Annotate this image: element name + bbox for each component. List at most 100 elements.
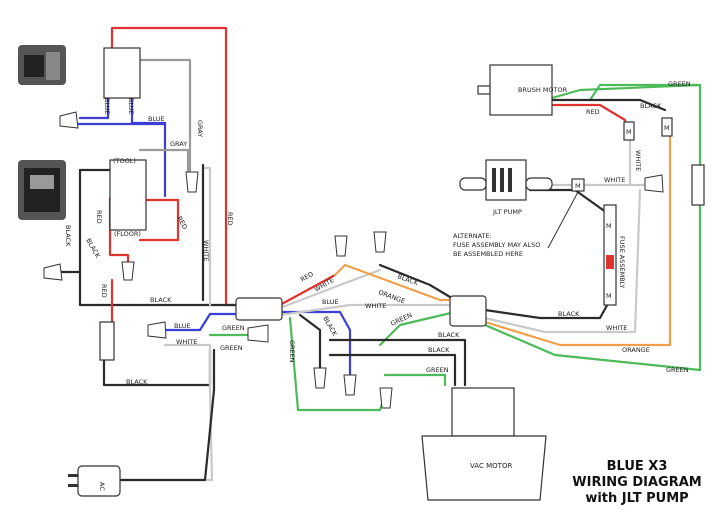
- jlt-pump-label: JLT PUMP: [492, 208, 522, 216]
- wire-nut-gray: [185, 171, 199, 193]
- wire-label-black-vac-left: BLACK: [321, 315, 339, 338]
- wire-label-black-left-2: BLACK: [84, 237, 102, 260]
- switch-mid-illustration: [18, 160, 66, 220]
- wire-label-red-lower: RED: [100, 284, 108, 298]
- black-wire-left: [58, 168, 114, 274]
- wire-label-blue-top: BLUE: [148, 115, 165, 123]
- jlt-pump: [459, 159, 553, 201]
- wire-label-gray-top: GRAY: [196, 120, 204, 137]
- title-line3: with JLT PUMP: [585, 491, 688, 506]
- alternate-pointer: [547, 191, 579, 249]
- center-connector: [235, 297, 283, 321]
- wire-nut-right: [644, 174, 664, 193]
- red-wire-mid: [138, 198, 180, 242]
- wire-label-white-mid: WHITE: [176, 338, 197, 346]
- wire-nut-center-1: [334, 235, 348, 257]
- orange-wire-harness: [333, 263, 457, 302]
- wire-label-black-vac-2: BLACK: [428, 346, 450, 354]
- wire-nut-vac-2: [343, 374, 357, 396]
- green-wire-right: [378, 310, 457, 347]
- black-wire-vac-left: [298, 313, 322, 377]
- brush-motor-label: BRUSH MOTOR: [518, 86, 568, 94]
- m-label-fuse-top: M: [606, 222, 612, 230]
- black-wire-vac-2: [328, 353, 457, 387]
- fuse-assembly-label: FUSE ASSEMBLY: [618, 236, 626, 288]
- black-wire-cord: [108, 348, 216, 482]
- white-wire-mid: [118, 343, 214, 482]
- wire-label-blue-left-2: BLUE: [127, 98, 135, 115]
- m-label-1: M: [626, 128, 632, 136]
- tool-label: (TOOL): [113, 157, 136, 165]
- white-wire-center: [203, 166, 212, 307]
- title-line2: WIRING DIAGRAM: [572, 475, 701, 490]
- wire-nut-left-top: [59, 111, 79, 129]
- alternate-note-line1: ALTERNATE:: [453, 232, 492, 240]
- wire-label-green-mid: GREEN: [222, 324, 245, 332]
- wire-nut-blue-mid: [147, 321, 167, 339]
- title-line1: BLUE X3: [607, 459, 668, 474]
- m-connector-3: [691, 164, 705, 206]
- wire-label-black-vac: BLACK: [438, 331, 460, 339]
- wire-label-blue-left: BLUE: [103, 98, 111, 115]
- wire-label-black-lower: BLACK: [126, 378, 148, 386]
- wire-label-blue-harness: BLUE: [322, 298, 339, 306]
- black-wire-right: [483, 298, 612, 320]
- vac-motor-label: VAC MOTOR: [470, 462, 512, 470]
- alternate-note-line3: BE ASSEMBLED HERE: [453, 250, 523, 258]
- ac-plug-label: AC: [98, 482, 106, 491]
- wire-label-red-brush: RED: [586, 108, 600, 116]
- white-wire-right: [483, 188, 642, 334]
- gray-wire-top: [134, 58, 192, 177]
- switch-top-illustration: [18, 45, 66, 85]
- wire-label-gray-mid: GRAY: [170, 140, 187, 148]
- black-wire-left-2: [78, 270, 242, 307]
- wire-label-green-harness: GREEN: [288, 340, 296, 363]
- wire-label-green-vac: GREEN: [426, 366, 449, 374]
- black-wire-brush: [550, 98, 667, 112]
- wire-label-white-right: WHITE: [606, 324, 627, 332]
- blue-wire-mid: [163, 312, 242, 332]
- wire-label-white-center: WHITE: [202, 240, 210, 261]
- wire-label-white-pump-up: WHITE: [634, 150, 642, 171]
- white-wire-harness-2: [278, 303, 457, 317]
- right-connector: [449, 295, 487, 327]
- white-wire-harness: [278, 268, 382, 310]
- wire-label-white-pump: WHITE: [604, 176, 625, 184]
- m-label-pump: M: [575, 182, 581, 190]
- wire-label-red-harness: RED: [299, 270, 315, 284]
- black-wire-vac: [328, 338, 467, 387]
- wire-label-orange-right: ORANGE: [622, 346, 650, 354]
- wire-label-white-harness-2: WHITE: [365, 302, 386, 310]
- wire-nut-center-2: [373, 231, 387, 253]
- green-wire-right-long: [483, 83, 702, 372]
- wire-label-black-right: BLACK: [558, 310, 580, 318]
- tool-floor-switch: [109, 159, 147, 231]
- wire-label-red-center: RED: [226, 212, 234, 226]
- blue-wire-top: [78, 90, 110, 120]
- wire-label-green-right-long: GREEN: [666, 366, 689, 374]
- m-label-2: M: [664, 124, 670, 132]
- black-wire-harness: [378, 263, 457, 302]
- green-wire-vac: [383, 373, 447, 387]
- wire-label-black-main: BLACK: [150, 296, 172, 304]
- top-switch: [103, 47, 141, 99]
- wire-label-green-brush: GREEN: [668, 80, 691, 88]
- wire-nut-vac-3: [379, 387, 393, 409]
- floor-label: (FLOOR): [114, 230, 141, 238]
- red-wire-harness: [278, 273, 337, 307]
- ac-plug: [68, 465, 121, 497]
- fuse-assembly: [603, 204, 617, 306]
- wire-label-red-left: RED: [95, 210, 103, 224]
- alternate-note-line2: FUSE ASSEMBLY MAY ALSO: [453, 241, 540, 249]
- wire-label-black-left: BLACK: [64, 225, 72, 247]
- wire-label-blue-mid: BLUE: [174, 322, 191, 330]
- gray-wire-mid: [138, 148, 190, 180]
- wire-nut-vac-1: [313, 367, 327, 389]
- wire-label-green-mid-2: GREEN: [220, 344, 243, 352]
- green-wire-brush: [550, 83, 702, 100]
- wire-nut-red: [121, 261, 135, 281]
- m-label-fuse-bottom: M: [606, 292, 612, 300]
- pump-m-connector: [571, 178, 585, 192]
- wire-label-black-brush: BLACK: [640, 102, 662, 110]
